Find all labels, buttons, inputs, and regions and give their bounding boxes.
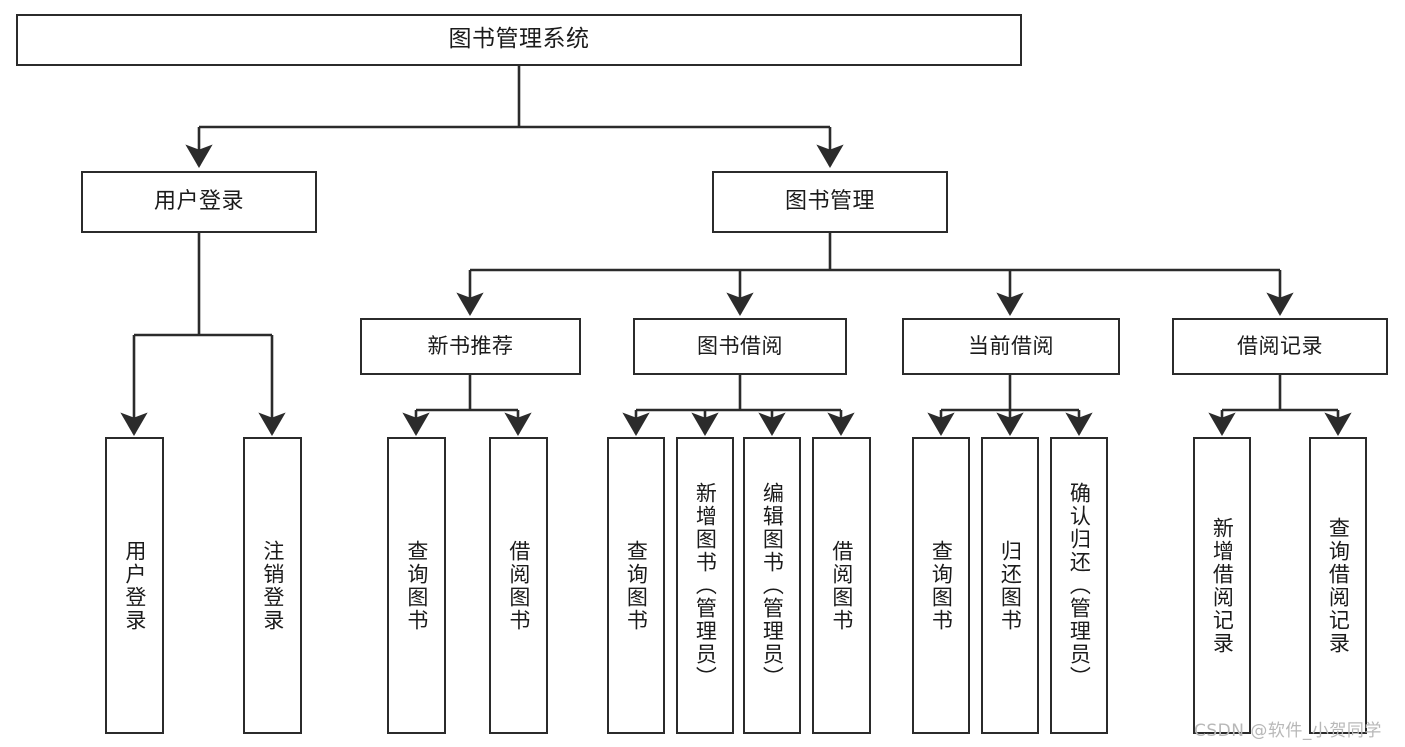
leaf-return-book[interactable]: 归还图书 xyxy=(981,437,1039,734)
node-book-borrow-label: 图书借阅 xyxy=(697,333,783,358)
node-current-borrow[interactable]: 当前借阅 xyxy=(902,318,1120,375)
leaf-query-book-1-label: 查询图书 xyxy=(404,539,429,632)
leaf-borrow-book-2-label: 借阅图书 xyxy=(829,539,854,632)
node-new-book-recommend[interactable]: 新书推荐 xyxy=(360,318,581,375)
node-user-login-label: 用户登录 xyxy=(153,188,244,214)
leaf-query-book-1[interactable]: 查询图书 xyxy=(387,437,446,734)
node-current-borrow-label: 当前借阅 xyxy=(968,333,1054,358)
node-book-borrow[interactable]: 图书借阅 xyxy=(633,318,847,375)
leaf-edit-book[interactable]: 编辑图书（管理员） xyxy=(743,437,801,734)
leaf-user-login[interactable]: 用户登录 xyxy=(105,437,164,734)
leaf-query-book-3-label: 查询图书 xyxy=(929,539,954,632)
node-user-login[interactable]: 用户登录 xyxy=(81,171,317,233)
node-borrow-record[interactable]: 借阅记录 xyxy=(1172,318,1388,375)
leaf-add-book-label: 新增图书（管理员） xyxy=(693,482,718,689)
leaf-query-record[interactable]: 查询借阅记录 xyxy=(1309,437,1367,734)
node-borrow-record-label: 借阅记录 xyxy=(1237,333,1323,358)
leaf-user-login-label: 用户登录 xyxy=(122,539,147,632)
leaf-query-book-3[interactable]: 查询图书 xyxy=(912,437,970,734)
node-book-management[interactable]: 图书管理 xyxy=(712,171,948,233)
leaf-edit-book-label: 编辑图书（管理员） xyxy=(760,482,785,689)
leaf-return-book-label: 归还图书 xyxy=(998,539,1023,632)
leaf-query-book-2-label: 查询图书 xyxy=(624,539,649,632)
node-new-book-recommend-label: 新书推荐 xyxy=(427,333,514,358)
leaf-logout-label: 注销登录 xyxy=(260,539,285,632)
node-book-management-label: 图书管理 xyxy=(784,188,875,214)
leaf-logout[interactable]: 注销登录 xyxy=(243,437,302,734)
leaf-add-record-label: 新增借阅记录 xyxy=(1210,516,1235,655)
leaf-query-record-label: 查询借阅记录 xyxy=(1326,516,1351,655)
leaf-confirm-return[interactable]: 确认归还（管理员） xyxy=(1050,437,1108,734)
leaf-confirm-return-label: 确认归还（管理员） xyxy=(1067,482,1092,689)
leaf-add-record[interactable]: 新增借阅记录 xyxy=(1193,437,1251,734)
leaf-borrow-book-2[interactable]: 借阅图书 xyxy=(812,437,871,734)
node-root[interactable]: 图书管理系统 xyxy=(16,14,1022,66)
node-root-label: 图书管理系统 xyxy=(448,26,590,53)
leaf-borrow-book-1-label: 借阅图书 xyxy=(506,539,531,632)
leaf-add-book[interactable]: 新增图书（管理员） xyxy=(676,437,734,734)
leaf-borrow-book-1[interactable]: 借阅图书 xyxy=(489,437,548,734)
leaf-query-book-2[interactable]: 查询图书 xyxy=(607,437,665,734)
watermark-text: CSDN @软件_小贺同学 xyxy=(1194,721,1382,741)
